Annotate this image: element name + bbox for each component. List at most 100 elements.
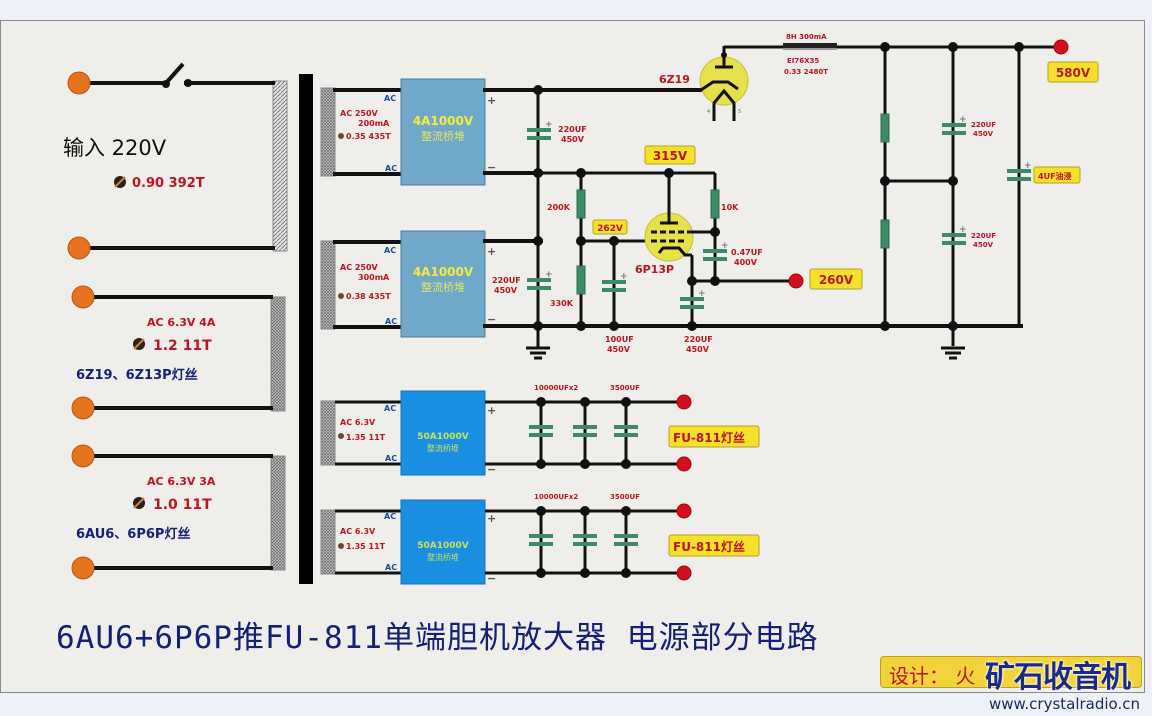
svg-text:AC: AC	[384, 404, 396, 413]
svg-text:+: +	[698, 289, 706, 299]
svg-text:100UF: 100UF	[605, 335, 634, 344]
svg-text:1.0 11T: 1.0 11T	[153, 497, 212, 513]
filament-terminal[interactable]	[71, 285, 95, 309]
input-voltage-label: 输入 220V	[63, 136, 167, 160]
svg-text:50A1000V: 50A1000V	[417, 541, 469, 551]
svg-text:EI76X35: EI76X35	[787, 57, 819, 65]
svg-text:AC: AC	[385, 317, 397, 326]
svg-text:AC 6.3V: AC 6.3V	[340, 418, 376, 427]
watermark-url[interactable]: www.crystalradio.cn	[988, 695, 1140, 713]
svg-text:整流桥堆: 整流桥堆	[421, 129, 465, 143]
svg-text:FU-811灯丝: FU-811灯丝	[673, 430, 745, 445]
schematic-title: 6AU6+6P6P推FU-811单端胆机放大器 电源部分电路	[56, 620, 819, 656]
junction-dot	[536, 459, 546, 469]
svg-text:450V: 450V	[973, 241, 994, 249]
svg-text:+: +	[545, 120, 553, 130]
power-switch[interactable]	[164, 62, 185, 85]
svg-text:+: +	[959, 225, 967, 235]
capacitor-plate	[529, 534, 553, 538]
svg-text:+: +	[487, 404, 496, 417]
junction-dot	[536, 506, 546, 516]
fil-output-terminal[interactable]	[676, 456, 692, 472]
primary-terminal-2[interactable]	[67, 236, 91, 260]
svg-text:FU-811灯丝: FU-811灯丝	[673, 539, 745, 554]
bridge-rectifier-2	[400, 230, 486, 338]
oil-cap-tag: 4UF油浸	[1033, 166, 1081, 184]
junction-dot	[536, 397, 546, 407]
bridge-rectifier-50a-2	[400, 499, 486, 585]
capacitor-plate	[529, 542, 553, 546]
filament-terminal[interactable]	[71, 556, 95, 580]
designer-badge: 设计： 火	[880, 656, 1142, 688]
primary-winding	[67, 62, 288, 260]
svg-text:6Z19: 6Z19	[659, 73, 690, 86]
filament-terminal[interactable]	[71, 396, 95, 420]
capacitor-plate	[614, 542, 638, 546]
watermark-logo: 矿石收音机	[985, 660, 1131, 695]
svg-text:315V: 315V	[653, 149, 688, 163]
svg-text:+: +	[1024, 161, 1032, 171]
output-260v-terminal[interactable]	[788, 273, 804, 289]
capacitor-plate	[529, 433, 553, 437]
capacitor-plate	[573, 542, 597, 546]
svg-text:260V: 260V	[819, 273, 854, 287]
svg-text:0.47UF: 0.47UF	[731, 248, 763, 257]
output-580v-terminal[interactable]	[1053, 39, 1069, 55]
fil-output-terminal[interactable]	[676, 503, 692, 519]
svg-text:220UF: 220UF	[684, 335, 713, 344]
junction-dot	[621, 568, 631, 578]
svg-text:AC 6.3V 3A: AC 6.3V 3A	[147, 475, 216, 488]
svg-text:6P13P: 6P13P	[635, 263, 674, 276]
filament-filter-caps	[529, 394, 692, 581]
svg-text:262V: 262V	[597, 224, 623, 234]
svg-text:450V: 450V	[607, 345, 631, 354]
designer-label: 设计： 火	[889, 664, 976, 688]
svg-text:400V: 400V	[734, 258, 758, 267]
schematic-canvas: + + + + +	[0, 20, 1145, 693]
svg-text:−: −	[487, 572, 496, 585]
svg-text:AC: AC	[385, 164, 397, 173]
svg-text:4A1000V: 4A1000V	[413, 265, 474, 279]
svg-text:−: −	[487, 463, 496, 476]
hv-secondary-1	[320, 78, 703, 186]
output-tag-fu811: FU-811灯丝	[668, 425, 760, 448]
schematic-labels: 输入 220V 0.90 392T AC 6.3V 4A 1.2 11T 6Z1…	[63, 33, 1099, 585]
fil-output-terminal[interactable]	[676, 565, 692, 581]
svg-text:10000UFx2: 10000UFx2	[534, 384, 578, 392]
svg-text:220UF: 220UF	[971, 121, 996, 129]
svg-text:10K: 10K	[721, 203, 739, 212]
svg-text:+: +	[959, 115, 967, 125]
svg-text:+: +	[620, 272, 628, 282]
junction-dot	[621, 506, 631, 516]
voltage-tag-315v: 315V	[644, 145, 696, 165]
fil-output-terminal[interactable]	[676, 394, 692, 410]
svg-text:AC: AC	[384, 512, 396, 521]
capacitor-plate	[529, 425, 553, 429]
svg-text:4UF油浸: 4UF油浸	[1038, 171, 1072, 181]
capacitor-plate	[573, 534, 597, 538]
choke-inductor	[783, 43, 837, 49]
svg-text:整流桥堆: 整流桥堆	[421, 280, 465, 294]
svg-text:4A1000V: 4A1000V	[413, 114, 474, 128]
junction-dot	[621, 459, 631, 469]
svg-text:220UF: 220UF	[558, 125, 587, 134]
svg-text:450V: 450V	[561, 135, 585, 144]
capacitor-plate	[614, 433, 638, 437]
junction-dot	[536, 568, 546, 578]
svg-text:450V: 450V	[973, 130, 994, 138]
svg-text:3500UF: 3500UF	[610, 493, 640, 501]
svg-text:330K: 330K	[550, 299, 574, 308]
svg-text:整流桥堆: 整流桥堆	[427, 443, 459, 453]
voltage-tag-260v: 260V	[809, 268, 863, 290]
resistor-200k	[576, 189, 586, 219]
svg-text:580V: 580V	[1056, 66, 1091, 80]
filament-usage-label: 6Z19、6Z13P灯丝	[76, 367, 198, 383]
voltage-tag-580v: 580V	[1047, 61, 1099, 83]
svg-text:整流桥堆: 整流桥堆	[427, 552, 459, 562]
svg-text:+: +	[721, 241, 729, 251]
svg-text:AC: AC	[385, 454, 397, 463]
filament-terminal[interactable]	[71, 444, 95, 468]
primary-terminal-1[interactable]	[67, 71, 91, 95]
svg-text:200mA: 200mA	[358, 119, 390, 128]
ground-symbol	[526, 326, 550, 360]
